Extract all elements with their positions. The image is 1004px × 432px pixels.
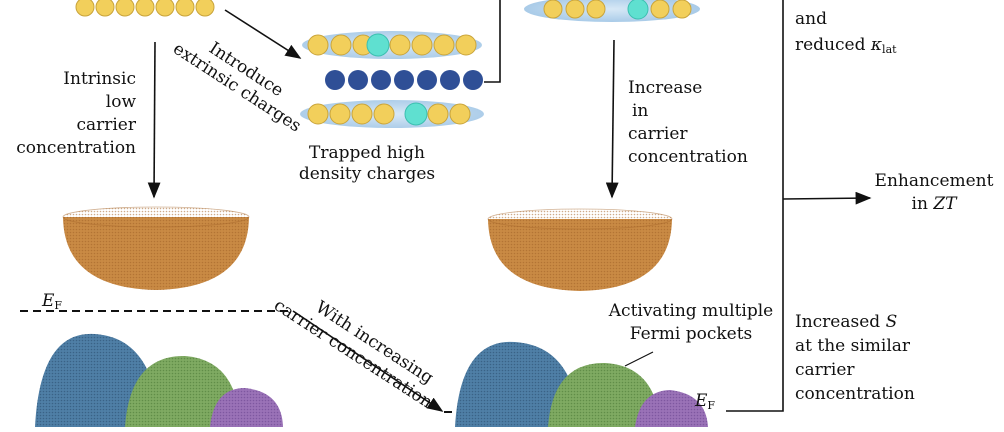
bracket-right-vertical	[726, 0, 784, 412]
label-ef-right: EF	[695, 391, 716, 412]
arrow-left-down	[147, 41, 161, 199]
connector-middle-up	[484, 0, 501, 83]
label-increase: Increase in carrier concentration	[628, 78, 748, 167]
pockets-right	[455, 341, 708, 427]
doped-structure-top	[302, 31, 482, 59]
label-reduced-kappa: and reduced κlat	[795, 9, 897, 56]
pointer-activating	[624, 351, 654, 367]
label-enhancement: Enhancement in ZT	[874, 171, 994, 214]
doped-structure-bottom	[300, 100, 484, 128]
arrow-enhancement	[782, 191, 872, 205]
label-ef-left: EF	[42, 291, 63, 312]
pockets-left	[35, 333, 283, 427]
atom-row-top-left	[75, 0, 215, 17]
label-increased-s: Increased S at the similar carrier conce…	[795, 312, 915, 404]
doped-structure-top-right	[524, 0, 700, 22]
arrow-introduce	[224, 9, 302, 59]
label-intrinsic: Intrinsic low carrier concentration	[16, 69, 136, 158]
bowl-right	[487, 208, 673, 291]
anion-row	[325, 70, 483, 90]
bowl-left	[62, 206, 250, 290]
arrow-with-increasing	[292, 310, 444, 412]
label-activating: Activating multiple Fermi pockets	[608, 301, 774, 344]
label-trapped: Trapped high density charges	[298, 143, 436, 184]
arrow-right-down	[605, 39, 619, 199]
